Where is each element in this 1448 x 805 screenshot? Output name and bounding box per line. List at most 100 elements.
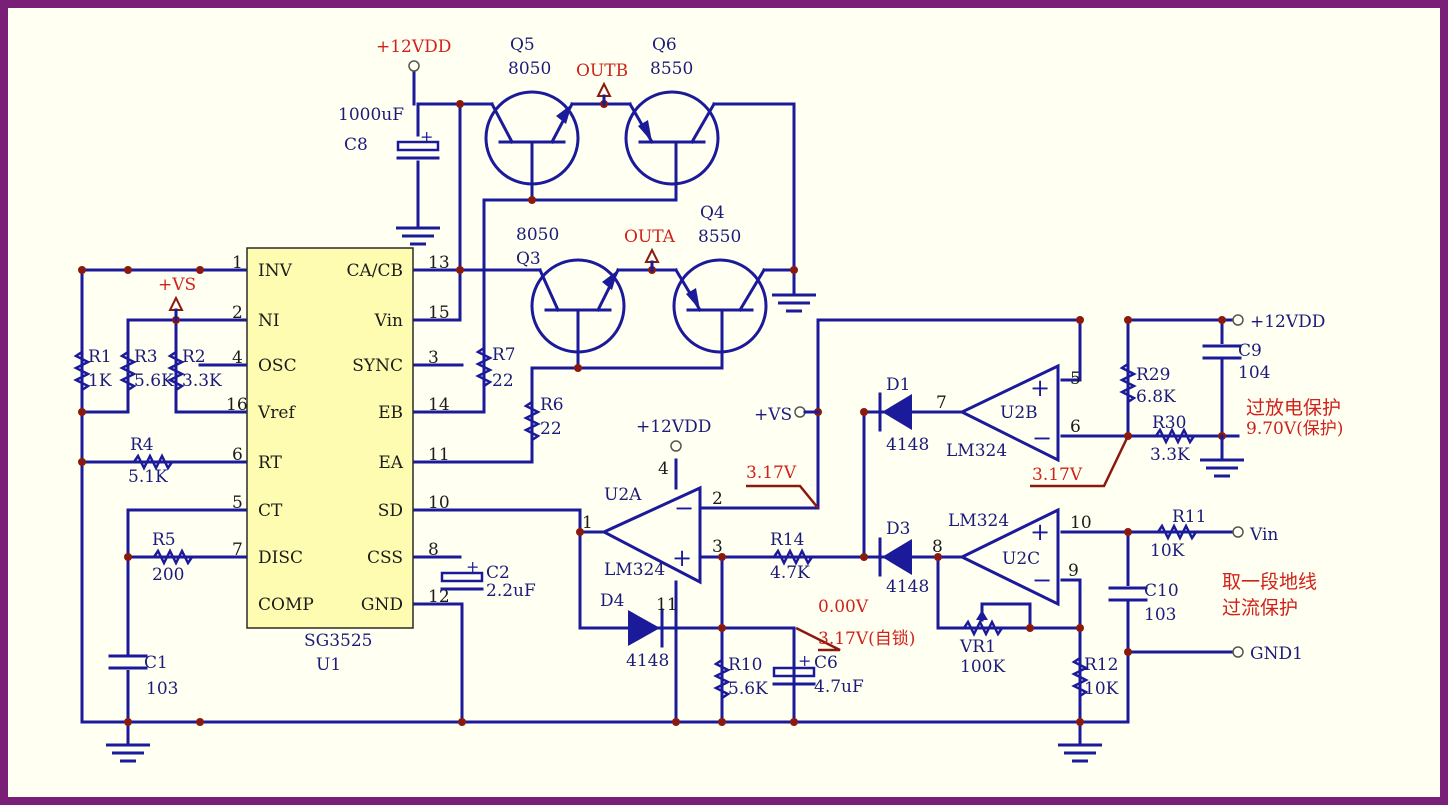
u2c-pin-out: 8 [932, 537, 943, 557]
r7-name: R7 [492, 345, 516, 365]
capacitor-c10 [1108, 586, 1148, 602]
c2-value: 2.2uF [486, 581, 536, 601]
u2b-pin-plus: 5 [1070, 369, 1081, 389]
chip-pin-label-left: DISC [258, 548, 303, 568]
chip-pin-label-right: Vin [374, 311, 403, 331]
r2-name: R2 [182, 347, 206, 367]
d4-name: D4 [600, 591, 624, 611]
r14-value: 4.7K [770, 563, 810, 583]
u2c-part: LM324 [948, 511, 1009, 531]
c2-name: C2 [486, 563, 510, 583]
outa-label: OUTA [624, 227, 676, 247]
opamp-u2b: + − [958, 363, 1060, 463]
u2a-pin-vcc: 4 [658, 459, 669, 479]
resistors [73, 346, 1198, 700]
chip-pin-label-right: EA [378, 453, 403, 473]
r1-name: R1 [88, 347, 112, 367]
d3-name: D3 [886, 519, 910, 539]
c6-value: 4.7uF [814, 677, 864, 697]
diode-d3 [878, 537, 912, 577]
c9-name: C9 [1238, 341, 1262, 361]
d1-value: 4148 [886, 435, 929, 455]
q6-name: Q6 [652, 35, 677, 55]
r10-value: 5.6K [728, 679, 768, 699]
chip-pin-label-left: INV [258, 261, 293, 281]
u2b-name: U2B [1000, 403, 1038, 423]
svg-text:+: + [798, 651, 811, 670]
r14-name: R14 [770, 530, 804, 550]
capacitor-c6: + [772, 626, 816, 686]
r4-value: 5.1K [128, 467, 168, 487]
transistor-q4 [672, 258, 768, 354]
overdischarge-title: 过放电保护 [1246, 397, 1341, 419]
chip-pin-label-right: EB [378, 403, 403, 423]
c9-value: 104 [1238, 363, 1270, 383]
d3-value: 4148 [886, 577, 929, 597]
u2b-pin-minus: 6 [1070, 417, 1081, 437]
vin-label: Vin [1249, 525, 1278, 545]
svg-text:+: + [1030, 518, 1050, 546]
chip-pin-label-left: CT [258, 501, 283, 521]
chip-pin-number-right: 15 [428, 303, 450, 323]
chip-pin-label-left: COMP [258, 595, 314, 615]
r3-name: R3 [134, 347, 158, 367]
u2c-pin-plus: 10 [1070, 513, 1092, 533]
opamp-u2c: + − [958, 507, 1060, 607]
wires [80, 102, 1240, 747]
r30-value: 3.3K [1150, 445, 1190, 465]
svg-text:−: − [1032, 424, 1052, 452]
r29-value: 6.8K [1136, 387, 1176, 407]
chip-pin-label-left: NI [258, 311, 280, 331]
r30-name: R30 [1152, 413, 1186, 433]
c10-name: C10 [1144, 581, 1179, 601]
r11-value: 10K [1150, 541, 1185, 561]
opamp-u2a: − + [600, 485, 702, 585]
ground-symbols [106, 226, 1244, 763]
r4-name: R4 [130, 435, 154, 455]
chip-pin-label-right: CA/CB [346, 261, 403, 281]
chip-pin-number-right: 12 [428, 587, 450, 607]
chip-pin-number-right: 8 [428, 540, 439, 560]
r10-name: R10 [728, 655, 762, 675]
u2a-pin-minus: 2 [712, 489, 723, 509]
transistor-q6 [624, 90, 720, 186]
u2a-pin-out: 1 [582, 513, 593, 533]
u2b-pin-out: 7 [936, 393, 947, 413]
chip-ref: U1 [316, 655, 341, 675]
u2c-pin-minus: 9 [1068, 561, 1079, 581]
q4-name: Q4 [700, 203, 725, 223]
r29-name: R29 [1136, 365, 1170, 385]
r2-value: 3.3K [182, 371, 222, 391]
q3-name: Q3 [516, 249, 541, 269]
annotation-317-u2a: 3.17V [746, 463, 797, 483]
annotation-317-u2b: 3.17V [1032, 465, 1083, 485]
q3-type: 8050 [516, 225, 559, 245]
annotation-000: 0.00V [818, 597, 869, 617]
u2a-pin-gnd: 11 [656, 595, 678, 615]
u2a-part: LM324 [604, 560, 665, 580]
c6-name: C6 [814, 653, 838, 673]
u2a-name: U2A [604, 485, 642, 505]
r6-name: R6 [540, 395, 564, 415]
diode-d4 [628, 608, 664, 648]
annotation-317-latch: 3.17V(自锁) [818, 629, 915, 649]
terminals [168, 60, 1244, 658]
chip-pin-number-left: 16 [226, 395, 248, 415]
c1-value: 103 [146, 679, 178, 699]
capacitor-c9 [1202, 344, 1242, 360]
chip-pin-number-left: 1 [232, 253, 243, 273]
outb-label: OUTB [576, 61, 628, 81]
chip-pin-number-right: 11 [428, 445, 450, 465]
diode-d1 [878, 392, 912, 432]
overdischarge-value: 9.70V(保护) [1246, 419, 1343, 439]
chip-pin-number-left: 7 [232, 540, 243, 560]
q5-name: Q5 [510, 35, 535, 55]
vs-label: +VS [158, 275, 196, 295]
r6-value: 22 [540, 419, 562, 439]
svg-text:+: + [672, 544, 692, 572]
r3-value: 5.6K [134, 371, 174, 391]
u2c-name: U2C [1002, 549, 1040, 569]
svg-text:−: − [674, 494, 694, 522]
